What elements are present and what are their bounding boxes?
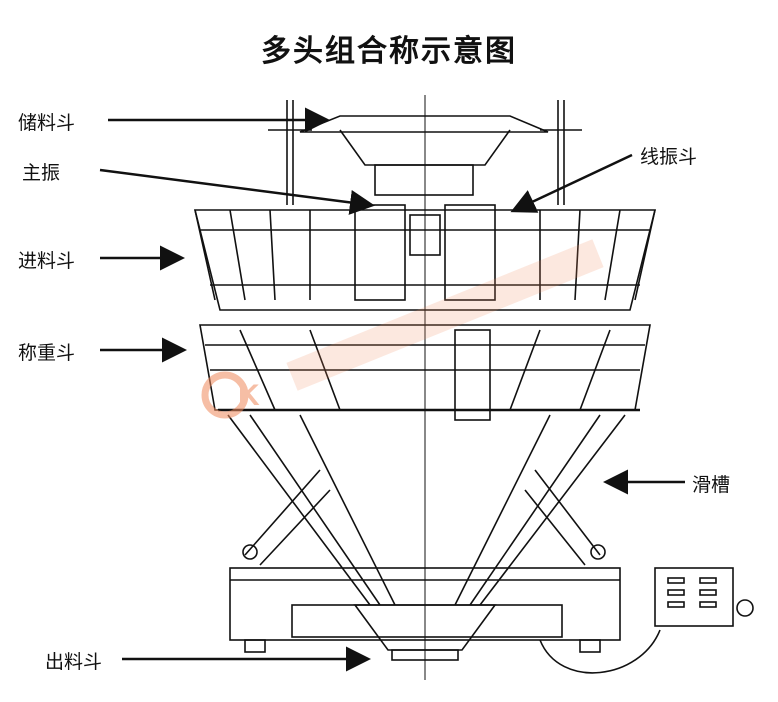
storage-hopper bbox=[299, 115, 549, 196]
label-main-vibrator: 主振 bbox=[22, 162, 61, 184]
label-chute: 滑槽 bbox=[692, 474, 731, 496]
feed-hopper-ring bbox=[193, 209, 657, 311]
control-box bbox=[539, 567, 754, 674]
watermark-logo: K bbox=[201, 239, 604, 419]
diagram-title: 多头组合称示意图 bbox=[261, 34, 517, 69]
base-frame bbox=[229, 469, 621, 653]
pointer-arrows bbox=[99, 107, 685, 672]
vibrator-units bbox=[354, 204, 496, 301]
label-discharge-hopper: 出料斗 bbox=[45, 651, 103, 673]
label-linear-vibrator: 线振斗 bbox=[640, 146, 698, 168]
label-weigh-hopper: 称重斗 bbox=[18, 342, 76, 364]
discharge-hopper bbox=[353, 604, 497, 661]
chute bbox=[218, 408, 640, 606]
label-storage-hopper: 储料斗 bbox=[18, 112, 76, 134]
svg-text:K: K bbox=[238, 379, 260, 412]
label-feed-hopper: 进料斗 bbox=[18, 250, 76, 272]
